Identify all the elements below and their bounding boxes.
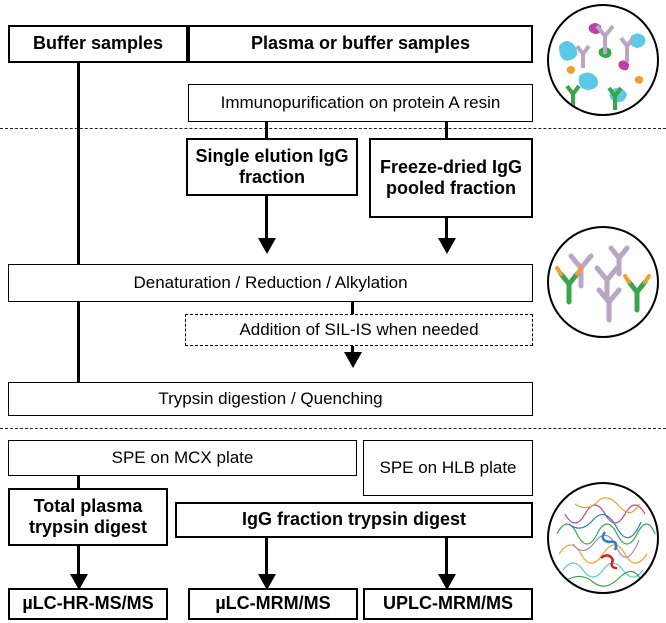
spe-hlb-box: SPE on HLB plate <box>363 440 533 496</box>
arrow-head <box>344 352 362 368</box>
section-divider <box>0 128 666 129</box>
connector <box>445 217 448 240</box>
plasma-or-buffer-samples-box: Plasma or buffer samples <box>188 25 533 63</box>
immunopurification-box: Immunopurification on protein A resin <box>188 84 533 122</box>
arrow-head <box>438 574 456 590</box>
connector <box>445 530 448 576</box>
ulc-mrm-ms-box: µLC-MRM/MS <box>188 588 358 620</box>
buffer-samples-box: Buffer samples <box>8 25 188 63</box>
antibodies-icon <box>547 226 659 338</box>
connector <box>77 546 80 576</box>
section-divider <box>0 428 666 429</box>
connector <box>77 474 80 488</box>
connector <box>351 346 354 354</box>
total-plasma-digest-box: Total plasma trypsin digest <box>8 488 168 546</box>
addition-sil-is-box: Addition of SIL-IS when needed <box>185 314 533 346</box>
arrow-head <box>70 574 88 590</box>
plasma-proteins-icon <box>547 4 659 116</box>
connector <box>351 302 354 314</box>
connector <box>77 302 80 385</box>
spe-mcx-box: SPE on MCX plate <box>8 440 357 476</box>
connector <box>265 530 268 576</box>
igg-fraction-digest-box: IgG fraction trypsin digest <box>175 502 533 538</box>
arrow-head <box>258 238 276 254</box>
ulc-hr-msms-box: µLC-HR-MS/MS <box>8 588 168 620</box>
connector <box>77 58 80 265</box>
connector <box>265 194 268 240</box>
single-elution-box: Single elution IgG fraction <box>186 138 358 196</box>
arrow-head <box>258 574 276 590</box>
connector <box>265 120 268 140</box>
peptides-icon <box>547 482 659 594</box>
arrow-head <box>438 238 456 254</box>
denaturation-box: Denaturation / Reduction / Alkylation <box>8 264 533 302</box>
connector <box>445 120 448 140</box>
trypsin-digestion-box: Trypsin digestion / Quenching <box>8 382 533 416</box>
freeze-dried-box: Freeze-dried IgG pooled fraction <box>369 138 533 218</box>
uplc-mrm-ms-box: UPLC-MRM/MS <box>363 588 533 620</box>
